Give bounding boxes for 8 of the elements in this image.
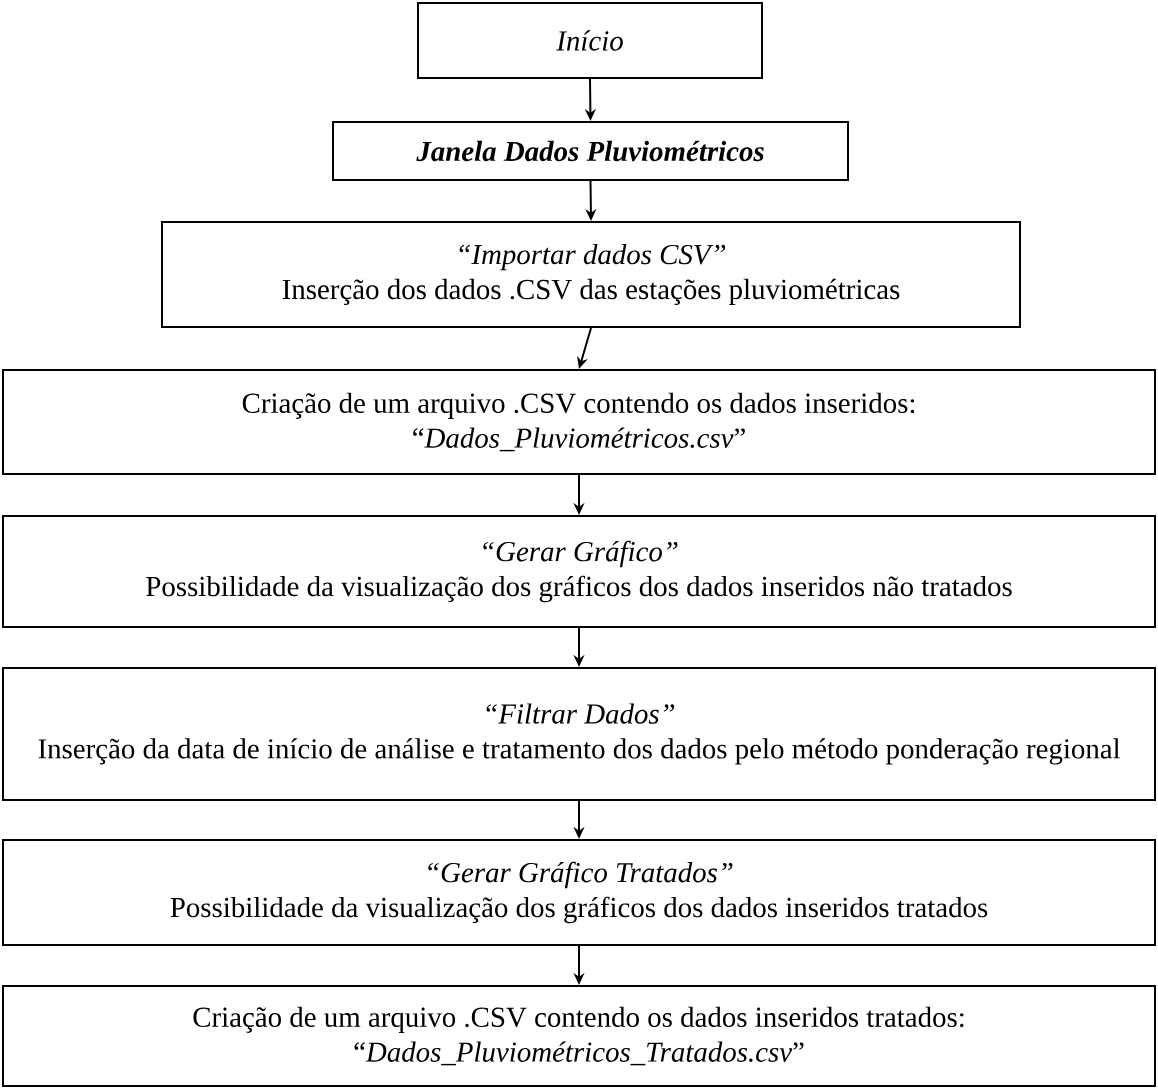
- process-box: Janela Dados Pluviométricos: [332, 121, 849, 181]
- process-box: “Filtrar Dados” Inserção da data de início de análise e tratamento dos dados pelo método ponderação regional: [2, 667, 1156, 801]
- process-box: Criação de um arquivo .CSV contendo os dados inseridos: “Dados_Pluviométricos.csv”: [2, 369, 1156, 475]
- process-box: “Gerar Gráfico” Possibilidade da visualização dos gráficos dos dados inseridos não tratados: [2, 515, 1156, 628]
- process-box: “Gerar Gráfico Tratados” Possibilidade da visualização dos gráficos dos dados inseridos tratados: [2, 839, 1156, 946]
- process-box: Início: [417, 2, 763, 79]
- process-box: “Importar dados CSV” Inserção dos dados .CSV das estações pluviométricas: [161, 221, 1021, 328]
- process-box: Criação de um arquivo .CSV contendo os dados inseridos tratados: “Dados_Pluviométricos_Tratados.csv”: [2, 985, 1156, 1087]
